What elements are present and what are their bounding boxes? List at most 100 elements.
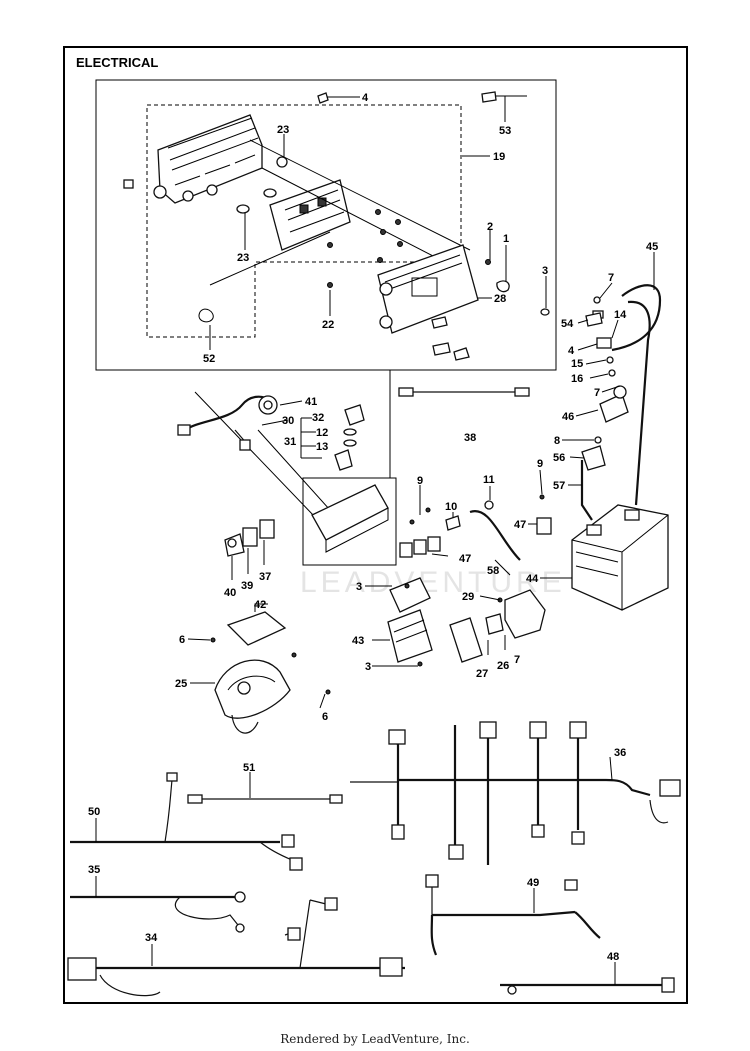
switch-37 <box>259 519 275 539</box>
callout-47: 47 <box>459 553 471 565</box>
relay-block <box>504 589 546 639</box>
callout-52: 52 <box>203 353 215 365</box>
callout-9: 9 <box>537 458 543 470</box>
callout-56: 56 <box>553 452 565 464</box>
callout-7: 7 <box>514 654 520 666</box>
battery-cable-45-lead <box>627 300 651 506</box>
terminal-4 <box>596 337 612 349</box>
cable-57 <box>580 460 593 521</box>
callout-46: 46 <box>562 411 574 423</box>
callout-1: 1 <box>503 233 509 245</box>
callout-38: 38 <box>464 432 476 444</box>
callout-40: 40 <box>224 587 236 599</box>
connector-38b <box>514 387 530 397</box>
nut-13 <box>343 439 357 447</box>
callout-26: 26 <box>497 660 509 672</box>
watermark: LEADVENTURE <box>300 566 566 599</box>
cable-58 <box>469 510 521 561</box>
controller-module <box>311 484 389 541</box>
grommet-23a <box>276 156 288 168</box>
fuse-box-cover <box>377 244 479 334</box>
connector-38a <box>398 387 414 397</box>
harness-49 <box>432 910 576 917</box>
footer-credit: Rendered by LeadVenture, Inc. <box>280 1032 470 1046</box>
grommet-23b <box>236 204 250 214</box>
callout-30: 30 <box>282 415 294 427</box>
callout-34: 34 <box>145 932 158 944</box>
relay-a <box>399 542 413 558</box>
callout-2: 2 <box>487 221 493 233</box>
callouts: 4 53 19 23 23 2 1 3 28 22 52 45 7 54 14 … <box>88 92 658 963</box>
callout-53: 53 <box>499 125 511 137</box>
callout-3: 3 <box>542 265 548 277</box>
bracket-43a <box>389 577 431 613</box>
callout-6: 6 <box>322 711 328 723</box>
ring-11 <box>484 500 494 510</box>
callout-7: 7 <box>608 272 614 284</box>
fuse-block-43 <box>387 609 433 663</box>
callout-39: 39 <box>241 580 253 592</box>
callout-35: 35 <box>88 864 100 876</box>
bracket-56 <box>581 445 606 471</box>
callout-3: 3 <box>356 581 362 593</box>
callout-43: 43 <box>352 635 364 647</box>
battery-44 <box>571 504 669 611</box>
callout-4: 4 <box>568 345 575 357</box>
callout-25: 25 <box>175 678 187 690</box>
callout-49: 49 <box>527 877 539 889</box>
controller-inset-frame <box>302 477 397 566</box>
ring-terminals <box>431 316 470 361</box>
fuse-box-group-frame <box>95 79 557 371</box>
callout-47: 47 <box>514 519 526 531</box>
callout-14: 14 <box>614 309 627 321</box>
switch-39 <box>242 527 258 547</box>
callout-4: 4 <box>362 92 369 104</box>
callout-32: 32 <box>312 412 324 424</box>
washer-12 <box>343 428 357 436</box>
connector-53 <box>481 91 497 103</box>
callout-6: 6 <box>179 634 185 646</box>
nut-3 <box>540 308 550 316</box>
callout-23: 23 <box>277 124 289 136</box>
callout-27: 27 <box>476 668 488 680</box>
leader-lines <box>95 96 655 985</box>
key-cap-32 <box>344 404 365 426</box>
callout-58: 58 <box>487 565 499 577</box>
fuse-small <box>123 179 134 189</box>
diagram-frame <box>63 46 688 1004</box>
callout-12: 12 <box>316 427 328 439</box>
callout-8: 8 <box>554 435 560 447</box>
callout-37: 37 <box>259 571 271 583</box>
fuse-board <box>269 179 351 251</box>
callout-19: 19 <box>493 151 505 163</box>
callout-31: 31 <box>284 436 296 448</box>
callout-13: 13 <box>316 441 328 453</box>
fuse-block-29 <box>449 617 483 663</box>
callout-51: 51 <box>243 762 255 774</box>
callout-29: 29 <box>462 591 474 603</box>
connector-51a <box>187 794 203 804</box>
callout-7: 7 <box>594 387 600 399</box>
bracket-54 <box>585 312 603 327</box>
callout-48: 48 <box>607 951 619 963</box>
callout-11: 11 <box>483 474 495 486</box>
callout-50: 50 <box>88 806 100 818</box>
callout-15: 15 <box>571 358 583 370</box>
cable-tie-52 <box>198 231 331 323</box>
fuse-mini-4 <box>317 92 329 104</box>
clip-26 <box>485 613 504 635</box>
battery-cable-45 <box>611 284 662 352</box>
callout-3: 3 <box>365 661 371 673</box>
ring-terminal-1 <box>496 280 510 293</box>
terminal-10 <box>445 515 461 531</box>
callout-16: 16 <box>571 373 583 385</box>
diagram-title: ELECTRICAL <box>76 55 159 70</box>
callout-45: 45 <box>646 241 658 253</box>
callout-54: 54 <box>561 318 574 330</box>
panel-42 <box>226 611 287 646</box>
callout-36: 36 <box>614 747 626 759</box>
callout-57: 57 <box>553 480 565 492</box>
key-31 <box>334 449 353 471</box>
callout-44: 44 <box>526 573 539 585</box>
